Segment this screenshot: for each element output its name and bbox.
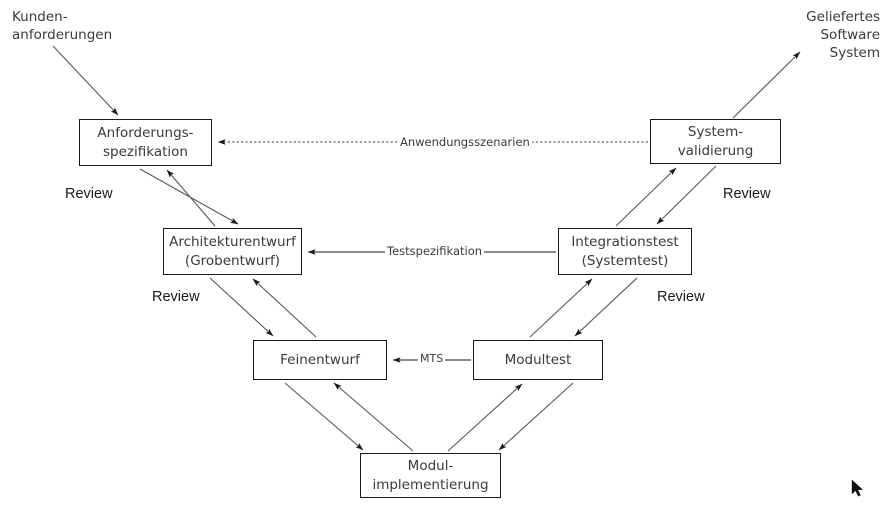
connector-modulimplementierung-to-modultest xyxy=(447,383,523,452)
label-anwendungsszenarien: Anwendungsszenarien xyxy=(398,135,532,149)
box-modulimplementierung[interactable]: Modul- implementierung xyxy=(360,453,501,498)
label-review-left-bottom: Review xyxy=(152,289,200,305)
box-label-modulimplementierung: Modul- implementierung xyxy=(372,458,489,493)
box-architekturentwurf[interactable]: Architekturentwurf (Grobentwurf) xyxy=(163,228,302,275)
connector-integrationstest-to-systemvalidierung xyxy=(615,167,677,227)
connector-kundenanforderungen-to-anforderungsspezifikation xyxy=(52,45,119,116)
box-modultest[interactable]: Modultest xyxy=(473,340,603,380)
connector-systemvalidierung-to-geliefertes-software-system xyxy=(732,51,801,119)
box-label-integrationstest: Integrationstest (Systemtest) xyxy=(571,234,679,269)
label-review-left-top: Review xyxy=(65,186,113,202)
box-feinentwurf[interactable]: Feinentwurf xyxy=(253,340,387,380)
connector-modultest-to-integrationstest xyxy=(529,278,593,338)
box-label-modultest: Modultest xyxy=(504,351,572,368)
connector-feinentwurf-to-modulimplementierung xyxy=(284,382,364,451)
connector-feinentwurf-to-architekturentwurf-review xyxy=(252,278,317,338)
connector-architekturentwurf-to-feinentwurf xyxy=(209,277,274,337)
connector-modultest-to-modulimplementierung xyxy=(498,382,574,451)
box-label-anforderungsspezifikation: Anforderungs- spezifikation xyxy=(97,125,194,160)
box-systemvalidierung[interactable]: System- validierung xyxy=(650,119,781,164)
label-testspezifikation: Testspezifikation xyxy=(385,244,485,258)
connector-modulimplementierung-to-feinentwurf-review xyxy=(333,382,414,452)
box-integrationstest[interactable]: Integrationstest (Systemtest) xyxy=(558,228,692,275)
box-anforderungsspezifikation[interactable]: Anforderungs- spezifikation xyxy=(79,119,212,166)
label-review-right-top: Review xyxy=(723,186,771,202)
box-label-systemvalidierung: System- validierung xyxy=(677,124,754,159)
connector-integrationstest-to-modultest-review xyxy=(574,277,638,337)
label-geliefertes-software-system: Geliefertes Software System xyxy=(806,9,880,62)
box-label-architekturentwurf: Architekturentwurf (Grobentwurf) xyxy=(169,234,296,269)
connector-architekturentwurf-to-anforderungsspezifikation-review xyxy=(166,169,216,227)
label-kundenanforderungen: Kunden- anforderungen xyxy=(12,9,113,44)
label-review-right-bottom: Review xyxy=(657,289,705,305)
connector-systemvalidierung-to-integrationstest-review xyxy=(656,165,717,225)
label-mts: MTS xyxy=(418,352,446,365)
box-label-feinentwurf: Feinentwurf xyxy=(280,351,360,368)
